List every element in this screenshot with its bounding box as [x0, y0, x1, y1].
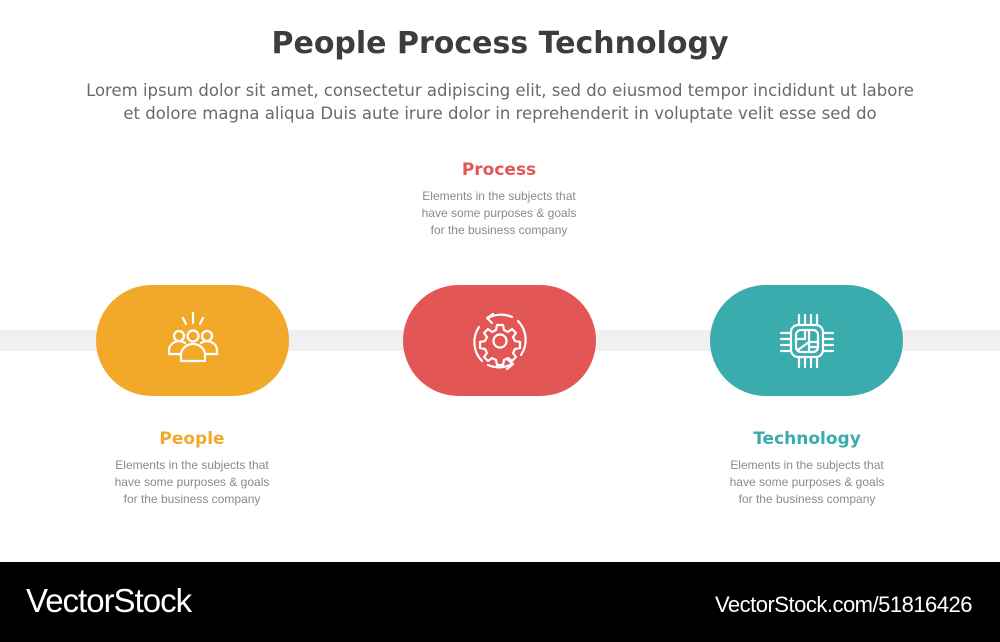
description-line: Elements in the subjects that [730, 458, 884, 472]
description-line: have some purposes & goals [421, 206, 577, 220]
step-people-description: Elements in the subjects that have some … [82, 457, 302, 508]
step-people-label: People [159, 429, 225, 449]
description-line: Elements in the subjects that [115, 458, 269, 472]
subtitle-line-1: Lorem ipsum dolor sit amet, consectetur … [86, 81, 914, 100]
gear-cycle-icon [472, 312, 527, 370]
step-process-pill [403, 285, 596, 396]
watermark-footer: VectorStock VectorStock.com/51816426 [0, 562, 1000, 642]
description-line: have some purposes & goals [729, 475, 885, 489]
step-technology-description: Elements in the subjects that have some … [697, 457, 917, 508]
step-process-label: Process [461, 160, 537, 180]
step-people-pill [96, 285, 289, 396]
vectorstock-logo: VectorStock [26, 582, 192, 619]
people-group-icon [167, 311, 218, 362]
page-subtitle: Lorem ipsum dolor sit amet, consectetur … [30, 79, 970, 125]
description-line: for the business company [430, 223, 568, 237]
description-line: for the business company [738, 492, 876, 506]
step-process-description: Elements in the subjects that have some … [389, 188, 609, 239]
image-id: VectorStock.com/51816426 [714, 592, 973, 617]
microchip-icon [779, 313, 834, 368]
description-line: Elements in the subjects that [422, 189, 576, 203]
page-title: People Process Technology [271, 26, 729, 61]
step-technology-label: Technology [753, 429, 861, 449]
description-line: for the business company [123, 492, 261, 506]
step-technology-pill [710, 285, 903, 396]
subtitle-line-2: et dolore magna aliqua Duis aute irure d… [123, 104, 877, 123]
description-line: have some purposes & goals [114, 475, 270, 489]
